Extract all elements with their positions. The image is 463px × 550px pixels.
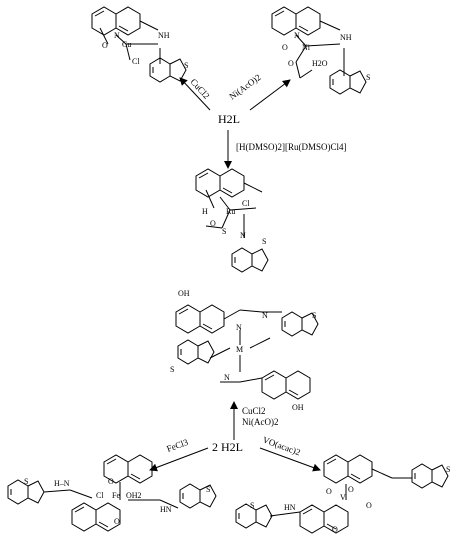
arrow-to-cu (179, 77, 211, 111)
v-atom-label: V (340, 493, 346, 502)
ni-complex-structure: Ni N O O H2O NH S (271, 6, 370, 95)
ru-s2-label: S (262, 237, 266, 246)
fe-atom-label: Fe (112, 491, 120, 500)
ru-atom-label: Ru (226, 207, 235, 216)
ni-n-label: N (294, 31, 300, 40)
v-o4-label: O (332, 525, 338, 534)
reagent-fecl3: FeCl3 (165, 437, 190, 454)
cu-n-label: N (114, 31, 120, 40)
fe-cl-label: Cl (96, 491, 104, 500)
ru-h-label: H (202, 207, 208, 216)
ni-s-label: S (366, 73, 370, 82)
cu-o-label: O (102, 41, 108, 50)
reagent-ru: [H(DMSO)2][Ru(DMSO)Cl4] (236, 142, 347, 152)
cu-atom-label: Cu (122, 40, 131, 49)
cu-nh-label: NH (158, 31, 170, 40)
fe-complex-structure: Fe Cl OH2 O O HN H–N S S (7, 454, 217, 532)
ru-n-label: N (240, 231, 246, 240)
ligand-h2l-top: H2L (218, 112, 240, 126)
cu-cl-label: Cl (132, 57, 140, 66)
v-s2-label: S (446, 465, 450, 474)
ni-atom-label: Ni (302, 43, 311, 52)
fe-o2-label: O (114, 517, 120, 526)
reagent-cucl2-bottom: CuCl2 (242, 406, 266, 416)
m-atom-label: M (236, 345, 243, 354)
v-o-label: O (348, 485, 354, 494)
reagent-cucl2-top: CuCl2 (189, 77, 212, 101)
m-s2-label: S (170, 365, 174, 374)
ru-cl-label: Cl (242, 199, 250, 208)
m-n3-label: N (224, 373, 230, 382)
ni-o2-label: O (288, 59, 294, 68)
ru-o-label: O (210, 219, 216, 228)
fe-s2-label: S (206, 485, 210, 494)
fe-hn-label: HN (160, 505, 172, 514)
reagent-vo: VO(acac)2 (261, 434, 302, 457)
m-n1-label: N (236, 323, 242, 332)
ni-o-label: O (282, 43, 288, 52)
fe-o-label: O (108, 477, 114, 486)
ru-s-label: S (222, 227, 226, 236)
cu-complex-structure: Cu N O Cl NH S (91, 6, 188, 83)
m-complex-structure: OH M N N S S N OH (170, 289, 319, 412)
m-s1-label: S (312, 311, 316, 320)
reagent-niaco-bottom: Ni(AcO)2 (242, 417, 279, 427)
v-s-label: S (250, 501, 254, 510)
ni-h2o-label: H2O (312, 59, 328, 68)
arrow-to-v (259, 447, 321, 472)
fe-hn2-label: H–N (54, 479, 70, 488)
arrow-to-ni (249, 79, 291, 111)
reagent-niaco-top: Ni(AcO)2 (227, 72, 262, 102)
m-oh-top-label: OH (178, 289, 190, 298)
m-n2-label: N (262, 311, 268, 320)
cu-s-label: S (184, 61, 188, 70)
v-complex-structure: V O O O O HN S S (235, 454, 450, 534)
fe-s-label: S (24, 477, 28, 486)
arrow-to-fe (149, 447, 209, 472)
v-hn-label: HN (284, 503, 296, 512)
fe-oh2-label: OH2 (126, 491, 142, 500)
ligand-h2l-bottom: 2 H2L (212, 440, 243, 454)
ni-nh-label: NH (340, 33, 352, 42)
m-oh-bottom-label: OH (292, 403, 304, 412)
ru-complex-structure: Ru Cl H O S N S (195, 168, 269, 273)
v-o3-label: O (366, 501, 372, 510)
v-o2-label: O (326, 487, 332, 496)
